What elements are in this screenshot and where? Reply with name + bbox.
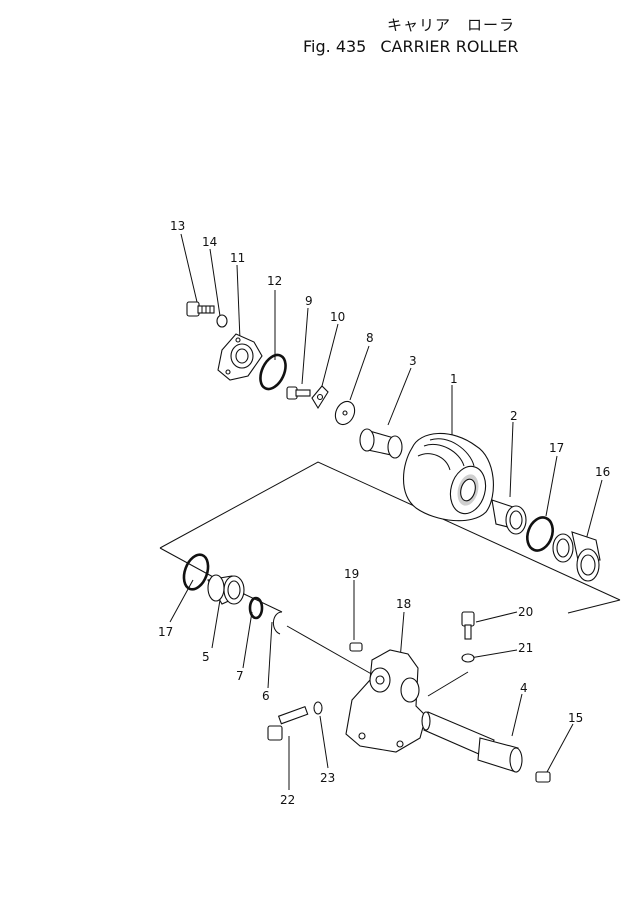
part-label-18: 18 bbox=[396, 597, 411, 611]
part-label-5: 5 bbox=[202, 650, 210, 664]
part-label-8: 8 bbox=[366, 331, 374, 345]
part-label-12: 12 bbox=[267, 274, 282, 288]
part-labels: 13 14 11 12 9 10 8 3 1 2 17 16 17 5 7 6 … bbox=[158, 219, 610, 807]
figure-number: Fig. 435 bbox=[303, 37, 367, 56]
part-label-22: 22 bbox=[280, 793, 295, 807]
part-label-10: 10 bbox=[330, 310, 345, 324]
cover-11 bbox=[217, 333, 263, 381]
floating-seal-16 bbox=[552, 531, 601, 582]
o-ring-17-upper bbox=[526, 516, 554, 552]
bolt-13 bbox=[186, 301, 215, 317]
washer-21 bbox=[461, 653, 475, 663]
part-label-16: 16 bbox=[595, 465, 610, 479]
part-label-19: 19 bbox=[344, 567, 359, 581]
pin-19 bbox=[349, 642, 363, 652]
o-ring-12 bbox=[259, 353, 287, 391]
bolt-22 bbox=[267, 705, 309, 741]
plug-15 bbox=[535, 771, 551, 783]
figure-title: Fig. 435 CARRIER ROLLER bbox=[303, 37, 519, 56]
part-label-1: 1 bbox=[450, 372, 458, 386]
part-label-7: 7 bbox=[236, 669, 244, 683]
o-ring-7 bbox=[248, 596, 264, 620]
leader-lines bbox=[169, 233, 603, 790]
bolt-20 bbox=[461, 611, 475, 640]
part-label-2: 2 bbox=[510, 409, 518, 423]
part-label-17-upper: 17 bbox=[549, 441, 564, 455]
bushing-3 bbox=[359, 428, 403, 459]
bushing-2 bbox=[491, 499, 527, 535]
part-label-11: 11 bbox=[230, 251, 245, 265]
part-label-15: 15 bbox=[568, 711, 583, 725]
part-label-9: 9 bbox=[305, 294, 313, 308]
plate-10 bbox=[311, 385, 329, 410]
part-label-3: 3 bbox=[409, 354, 417, 368]
part-label-21: 21 bbox=[518, 641, 533, 655]
thrust-plate-8 bbox=[334, 400, 356, 426]
bracket-18 bbox=[345, 649, 427, 753]
shaft-4 bbox=[421, 711, 523, 773]
figure-name: CARRIER ROLLER bbox=[380, 37, 519, 56]
part-label-20: 20 bbox=[518, 605, 533, 619]
washer-23 bbox=[313, 701, 323, 715]
roller-1 bbox=[403, 432, 494, 522]
part-label-13: 13 bbox=[170, 219, 185, 233]
part-label-14: 14 bbox=[202, 235, 217, 249]
o-ring-17-lower bbox=[182, 553, 210, 591]
bolt-9 bbox=[286, 386, 311, 400]
floating-seal-5 bbox=[207, 574, 245, 605]
title-japanese: キャリア ローラ bbox=[387, 16, 516, 34]
part-label-23: 23 bbox=[320, 771, 335, 785]
part-label-17-lower: 17 bbox=[158, 625, 173, 639]
snap-ring-6 bbox=[273, 611, 283, 635]
lock-washer-14 bbox=[216, 314, 228, 328]
part-label-4: 4 bbox=[520, 681, 528, 695]
part-label-6: 6 bbox=[262, 689, 270, 703]
